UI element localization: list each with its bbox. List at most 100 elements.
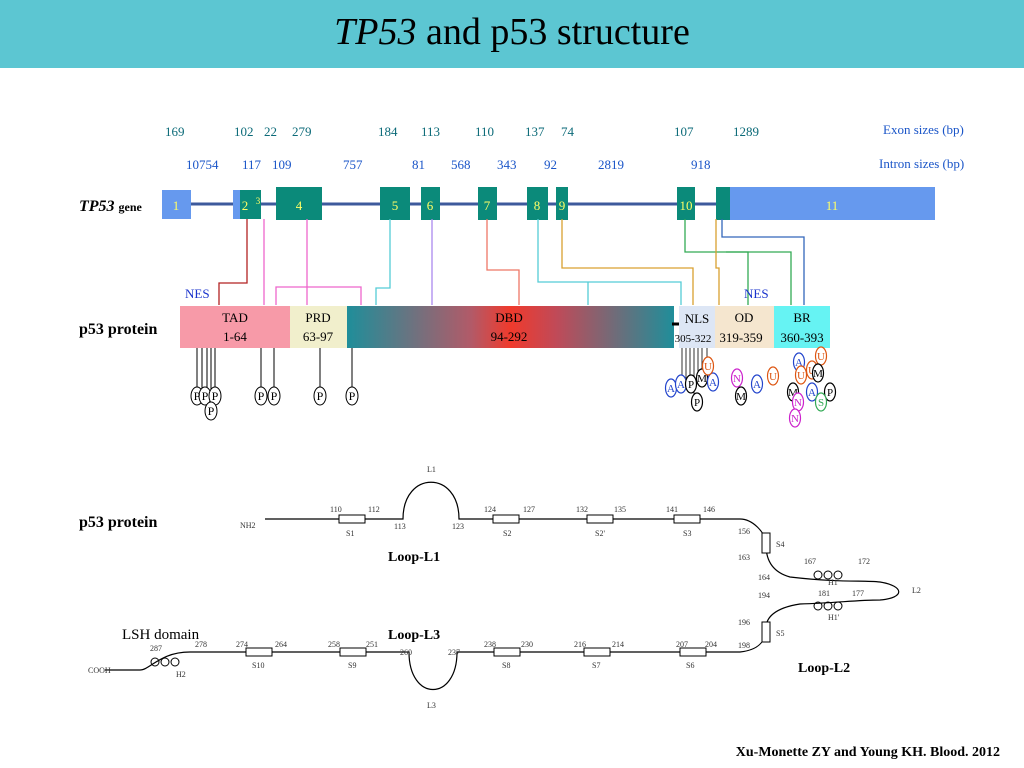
br-name: BR [793,310,811,325]
svg-text:264: 264 [275,640,287,649]
exon-8-box [527,187,548,220]
svg-text:S6: S6 [686,661,694,670]
dbd-name: DBD [495,310,522,325]
od-range: 319-359 [719,330,762,345]
exon-5-box [380,187,410,220]
cooh-label: COOH [88,666,111,675]
structure-protein-label: p53 protein [79,514,157,531]
exon-size-2: 102 [234,124,254,139]
domain-tad [180,306,290,348]
svg-text:123: 123 [452,522,464,531]
phospho-site: P [827,387,833,399]
phospho-site: P [202,389,209,403]
domain-nls [679,306,715,348]
svg-text:S2': S2' [595,529,605,538]
svg-text:194: 194 [758,591,770,600]
svg-text:237: 237 [448,648,460,657]
ubiquitin-site: U [797,370,805,382]
domain-dbd [347,306,674,348]
methyl-site: M [697,373,707,385]
connector-exon9 [561,219,694,305]
acetyl-site: A [795,357,803,369]
intron-size-2: 117 [242,157,262,172]
phospho-site: P [317,389,324,403]
intron-sizes-legend: Intron sizes (bp) [879,156,964,171]
phospho-site: P [208,404,215,418]
svg-text:S4: S4 [776,540,784,549]
exon-label-8: 8 [534,198,541,213]
exon-11-box [730,187,935,220]
acetyl-site: A [808,387,816,399]
svg-text:163: 163 [738,553,750,562]
svg-text:113: 113 [394,522,406,531]
svg-text:S3: S3 [683,529,691,538]
exon-label-4: 4 [296,198,303,213]
svg-text:287: 287 [150,644,162,653]
intron-size-7: 343 [497,157,517,172]
ubiquitin-site: U [769,371,777,383]
intron-size-3: 109 [272,157,292,172]
svg-text:112: 112 [368,505,380,514]
svg-text:135: 135 [614,505,626,514]
nes-label-c: NES [744,286,769,301]
exon-9-box [556,187,568,220]
intron-size-5: 81 [412,157,425,172]
svg-text:H2: H2 [176,670,186,679]
ubiquitin-site: U [817,351,825,363]
exon-size-8: 137 [525,124,545,139]
connector-exon11b [726,251,792,305]
svg-text:146: 146 [703,505,715,514]
svg-text:L2: L2 [912,586,921,595]
svg-text:167: 167 [804,557,816,566]
svg-text:156: 156 [738,527,750,536]
exon-6-box [421,187,440,220]
tad-range: 1-64 [223,329,247,344]
connector-exon7 [486,219,520,305]
svg-text:110: 110 [330,505,342,514]
phospho-site: P [271,389,278,403]
loop-l2-label: Loop-L2 [798,661,850,676]
citation: Xu-Monette ZY and Young KH. Blood. 2012 [736,745,1000,760]
svg-text:H1': H1' [828,613,840,622]
svg-text:H1: H1 [828,578,838,587]
svg-text:S5: S5 [776,629,784,638]
svg-text:164: 164 [758,573,770,582]
svg-text:S7: S7 [592,661,600,670]
nls-name: NLS [685,311,710,326]
svg-text:141: 141 [666,505,678,514]
svg-text:196: 196 [738,618,750,627]
intron-size-4: 757 [343,157,363,172]
connector-exon5 [375,219,391,305]
gene-label: TP53 gene [79,198,143,215]
dbd-range: 94-292 [491,329,528,344]
svg-text:181: 181 [818,589,830,598]
intron-size-9: 2819 [598,157,624,172]
protein-label: p53 protein [79,321,157,338]
svg-text:L3: L3 [427,701,436,710]
connector-exon8 [537,219,682,305]
title-banner: TP53 and p53 structure [0,0,1024,68]
exon-label-9: 9 [559,198,566,213]
svg-text:L1: L1 [427,465,436,474]
exon-size-3: 22 [264,124,277,139]
svg-text:S8: S8 [502,661,510,670]
connector-prd [275,286,362,305]
exon-label-2: 2 [242,198,249,213]
svg-text:S1: S1 [346,529,354,538]
exon-10-box [677,187,695,220]
phospho-site: P [688,379,694,391]
svg-text:238: 238 [484,640,496,649]
intron-size-10: 918 [691,157,711,172]
lsh-domain-label: LSH domain [122,627,200,643]
exon-label-5: 5 [392,198,399,213]
exon-size-7: 110 [475,124,494,139]
exon-size-11: 1289 [733,124,759,139]
domain-od [715,306,774,348]
neddyl-site: N [791,413,799,425]
sumo-site: S [818,397,824,409]
domain-prd [290,306,347,348]
svg-text:S2: S2 [503,529,511,538]
svg-text:216: 216 [574,640,586,649]
exon-size-9: 74 [561,124,575,139]
